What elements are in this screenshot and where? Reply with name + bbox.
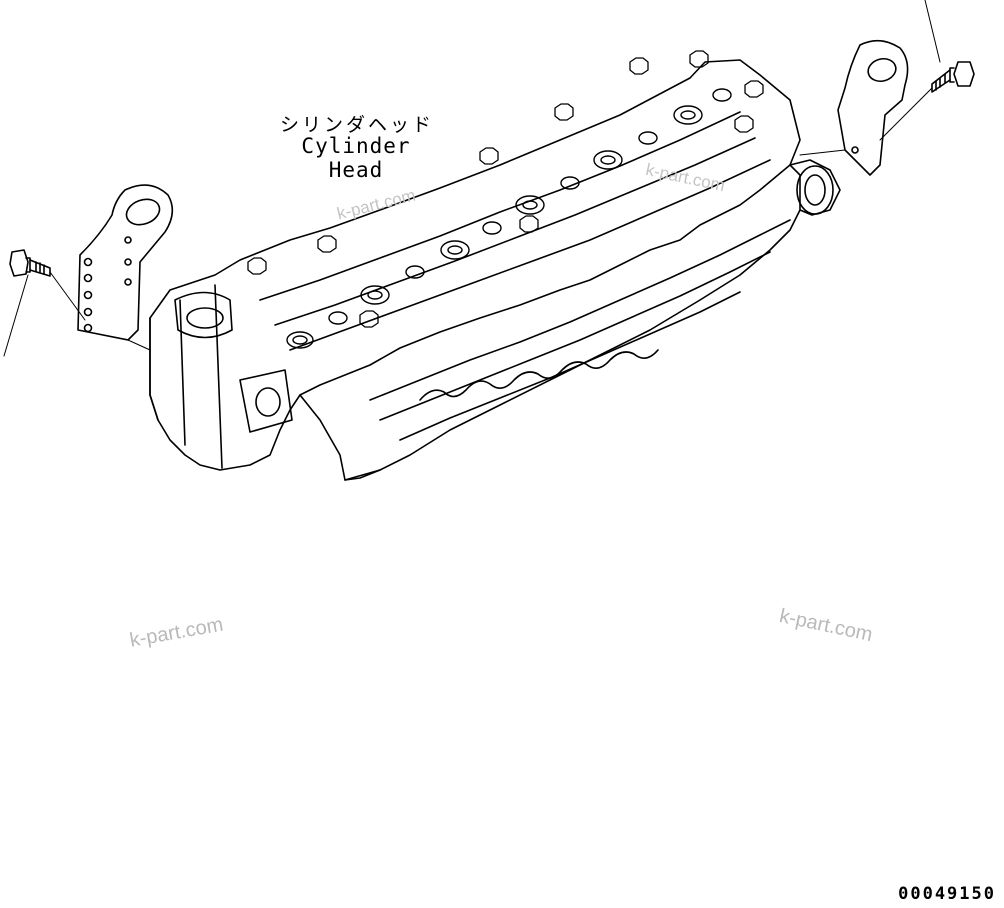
- leader-lines: [127, 149, 846, 351]
- valve-bosses: [286, 88, 732, 349]
- part-label-english: Cylinder Head: [301, 134, 411, 182]
- front-bracket-bolt: [3, 249, 86, 357]
- rear-lifting-bracket: [837, 39, 909, 176]
- front-lifting-bracket: [77, 184, 174, 341]
- figure-code: 00049150: [898, 884, 996, 904]
- part-label-japanese: シリンダヘッド: [279, 114, 434, 136]
- rear-bracket-bolt: [879, 0, 975, 141]
- cylinder-head-body: [149, 59, 841, 481]
- head-bolts: [247, 50, 764, 328]
